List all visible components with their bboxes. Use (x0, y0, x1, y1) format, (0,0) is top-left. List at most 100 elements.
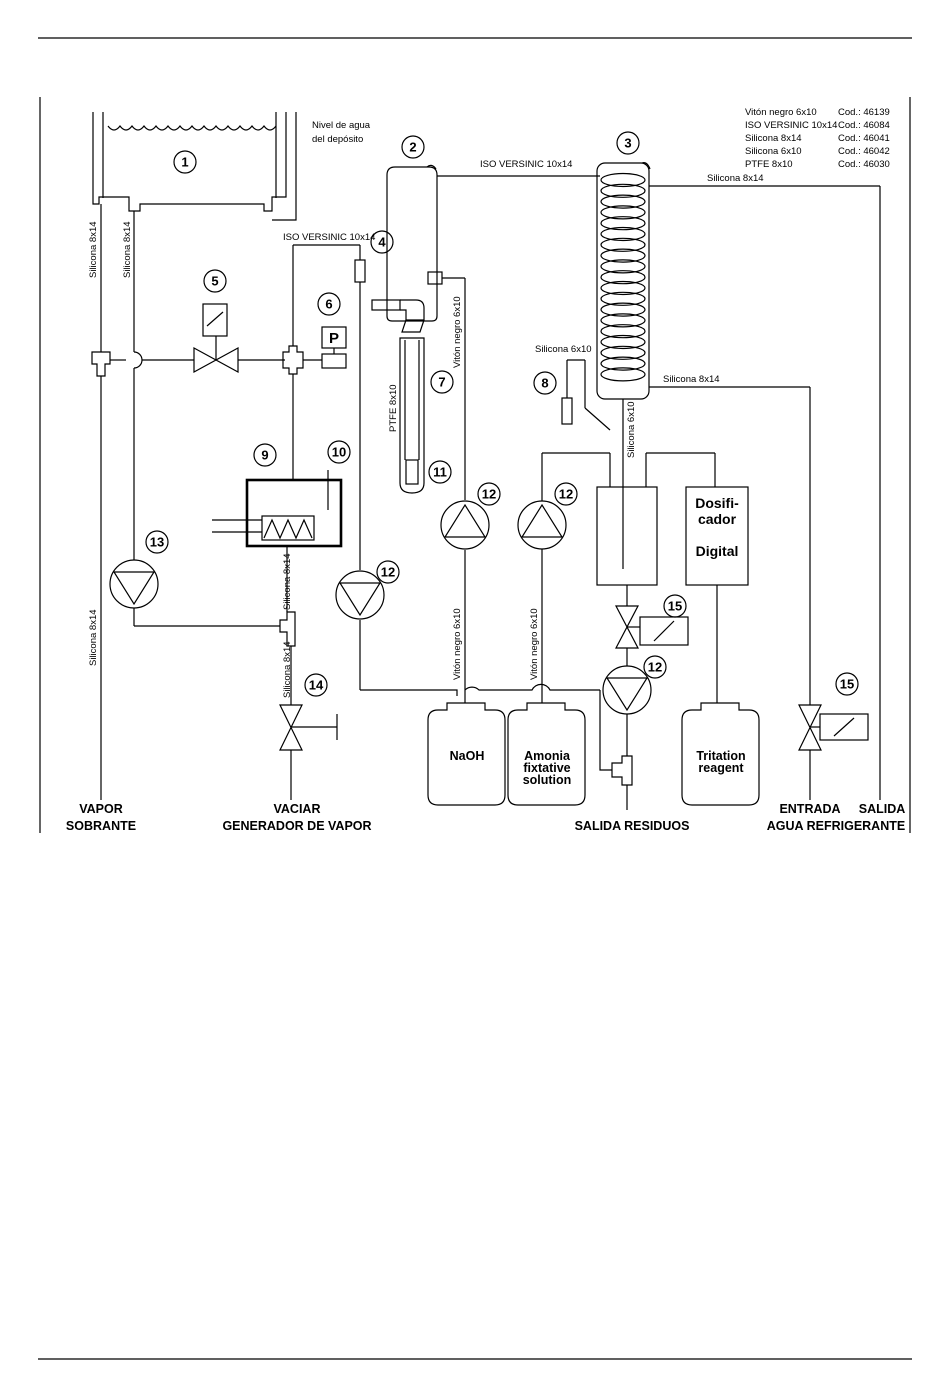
svg-text:Silicona 8x14: Silicona 8x14 (745, 133, 802, 144)
svg-text:1: 1 (181, 155, 188, 170)
pipe-crossover (133, 351, 143, 369)
tube-label: Silicona 6x10 (626, 401, 637, 458)
solenoid-valve-5 (193, 303, 239, 374)
svg-text:3: 3 (624, 136, 631, 151)
pipe (450, 689, 458, 696)
tube-label: Vitón negro 6x10 (452, 608, 463, 680)
svg-text:12: 12 (648, 660, 662, 675)
bottle-titration (681, 702, 760, 806)
doser-label-2: cador (698, 511, 737, 527)
titration-label-1: Tritation (696, 749, 745, 763)
callout-9: 9 (253, 443, 277, 467)
amonia-label-3: solution (523, 773, 572, 787)
coil-loop (600, 367, 646, 382)
tube-label: Silicona 8x14 (707, 173, 764, 184)
bottle-naoh (427, 702, 506, 806)
svg-text:6: 6 (325, 297, 332, 312)
tee-fitting-waste (611, 755, 633, 786)
svg-text:12: 12 (482, 487, 496, 502)
tube-label: ISO VERSINIC 10x14 (480, 159, 572, 170)
coil-loop (600, 183, 646, 198)
water-tank (92, 112, 297, 221)
callout-12-b: 12 (554, 482, 578, 506)
coil-loop (600, 216, 646, 231)
vapor-label-1: VAPOR (79, 802, 123, 816)
svg-text:Cod.: 46139: Cod.: 46139 (838, 107, 890, 118)
svg-text:9: 9 (261, 448, 268, 463)
pipe (584, 407, 611, 431)
pressure-symbol: P (329, 330, 339, 347)
doser-label-1: Dosifi- (695, 495, 739, 511)
callout-11: 11 (428, 460, 452, 484)
svg-text:PTFE 8x10: PTFE 8x10 (745, 159, 793, 170)
tube-label: Vitón negro 6x10 (529, 608, 540, 680)
callout-5: 5 (203, 269, 227, 293)
tube-label: Vitón negro 6x10 (452, 296, 463, 368)
callout-15-a: 15 (663, 594, 687, 618)
coil-loop (600, 313, 646, 328)
callout-8: 8 (533, 371, 557, 395)
pipe (464, 683, 600, 691)
heater-coil (212, 515, 315, 541)
coil-loop (600, 194, 646, 209)
svg-text:2: 2 (409, 140, 416, 155)
tube-label: ISO VERSINIC 10x14 (283, 232, 375, 243)
solenoid-valve-15-b (798, 704, 869, 751)
connector-8 (561, 397, 573, 425)
callout-3: 3 (616, 131, 640, 155)
callout-7: 7 (430, 370, 454, 394)
titration-label-2: reagent (698, 761, 744, 775)
svg-text:Cod.: 46030: Cod.: 46030 (838, 159, 890, 170)
pump-12-b (440, 500, 490, 550)
svg-text:4: 4 (378, 235, 386, 250)
tee-fitting (91, 351, 111, 377)
steam-generator-9 (245, 478, 343, 548)
naoh-label: NaOH (450, 749, 485, 763)
svg-text:14: 14 (309, 678, 324, 693)
condenser-coils (600, 172, 646, 382)
tube-label: Silicona 8x14 (282, 641, 293, 698)
coil-loop (600, 324, 646, 339)
callout-10: 10 (327, 440, 351, 464)
pump-12-d (602, 665, 652, 715)
tee-fitting-bottom (279, 611, 296, 647)
connector-4 (354, 259, 366, 283)
callout-12-a: 12 (477, 482, 501, 506)
svg-text:5: 5 (211, 274, 218, 289)
callout-1: 1 (173, 150, 197, 174)
coil-loop (600, 259, 646, 274)
callout-13: 13 (145, 530, 169, 554)
tube-label: Silicona 8x14 (122, 221, 133, 278)
svg-text:7: 7 (438, 375, 445, 390)
callout-15-b: 15 (835, 672, 859, 696)
coil-loop (600, 302, 646, 317)
vapor-label-2: SOBRANTE (66, 819, 136, 833)
coil-loop (600, 345, 646, 360)
svg-text:10: 10 (332, 445, 346, 460)
tube-label: PTFE 8x10 (388, 384, 399, 432)
coil-loop (600, 248, 646, 263)
pipe (599, 690, 612, 771)
entrada-label: ENTRADA (779, 802, 840, 816)
svg-text:Vitón negro 6x10: Vitón negro 6x10 (745, 107, 817, 118)
callout-14: 14 (304, 673, 328, 697)
bottle-amonia (507, 702, 586, 806)
tube-label: Silicona 8x14 (88, 609, 99, 666)
coil-loop (600, 205, 646, 220)
cross-fitting (282, 345, 304, 375)
svg-text:Silicona 6x10: Silicona 6x10 (745, 146, 802, 157)
coil-loop (600, 226, 646, 242)
legend: Vitón negro 6x10 Cod.: 46139 ISO VERSINI… (745, 107, 890, 170)
callout-2: 2 (401, 135, 425, 159)
callout-12-d: 12 (643, 655, 667, 679)
svg-text:12: 12 (381, 565, 395, 580)
salida-label: SALIDA (859, 802, 906, 816)
svg-text:15: 15 (840, 677, 854, 692)
amonia-label-2: fixtative (523, 761, 570, 775)
svg-text:ISO VERSINIC 10x14: ISO VERSINIC 10x14 (745, 120, 837, 131)
callout-6: 6 (317, 292, 341, 316)
pump-12-c (517, 500, 567, 550)
coil-loop (600, 356, 646, 371)
callout-4: 4 (370, 230, 394, 254)
